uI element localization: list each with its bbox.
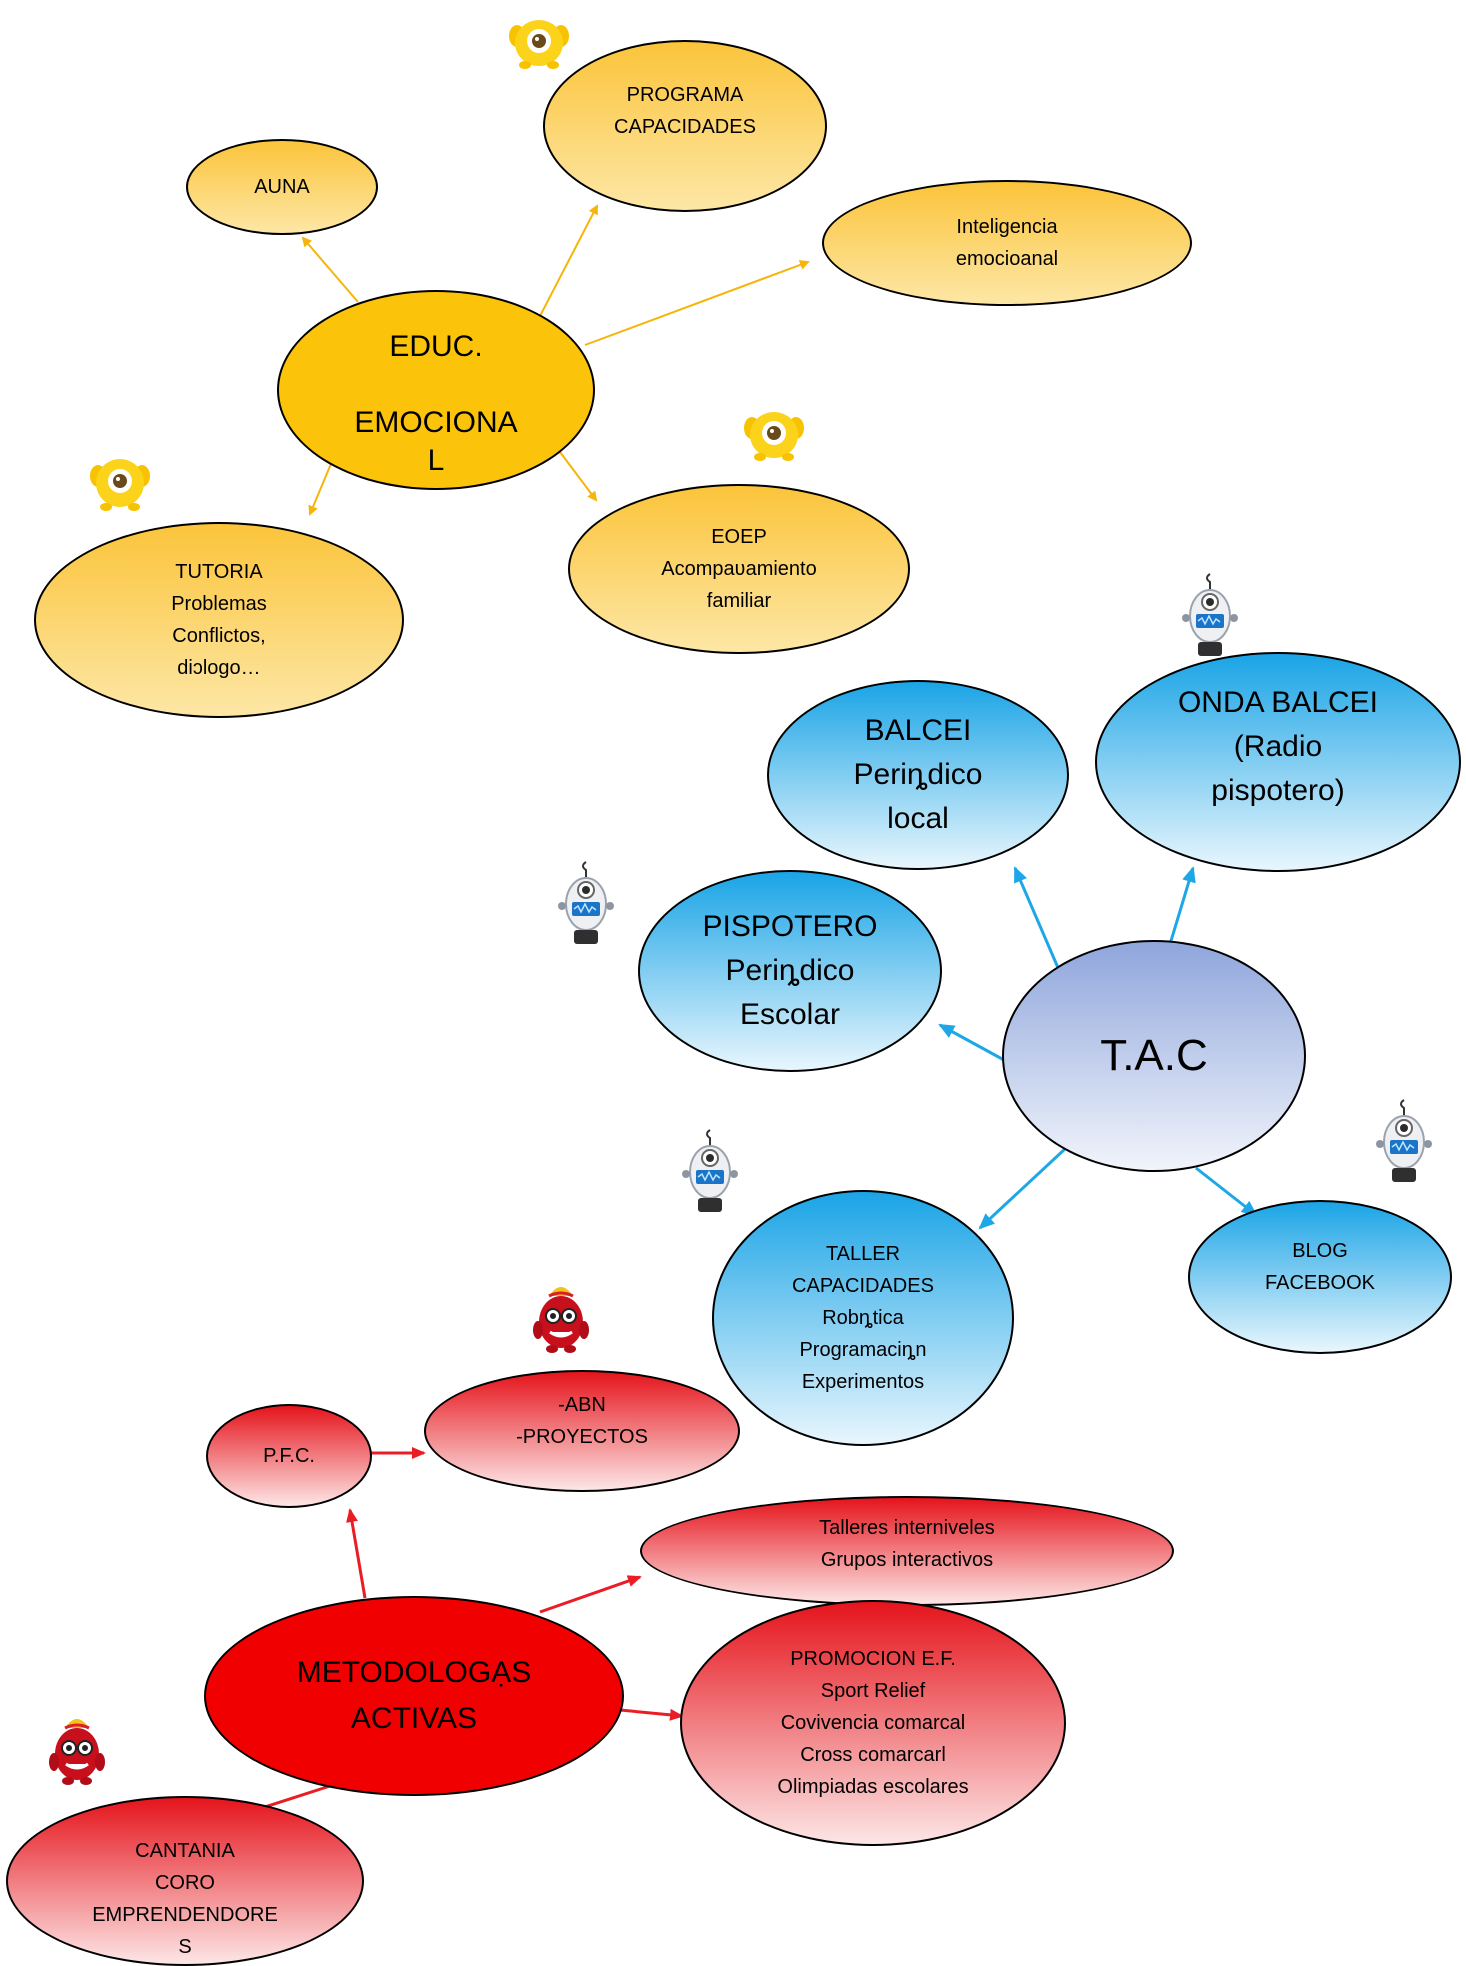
- robot-icon: [1180, 572, 1240, 663]
- red-monster-icon: [48, 1710, 106, 1791]
- arrow-to-programa: [539, 204, 598, 317]
- node-label-line: Programaciȵn: [799, 1339, 927, 1361]
- node-label-line: BALCEI: [864, 714, 972, 747]
- arrow-to-pfc: [346, 1508, 367, 1599]
- node-label-line: P.F.C.: [263, 1445, 315, 1467]
- arrow-to-inteligencia: [584, 260, 810, 346]
- node-label-line: [354, 366, 517, 404]
- arrow-to-taller: [978, 1146, 1068, 1230]
- node-label-line: Conflictos,: [172, 625, 266, 647]
- node-label-line: EDUC.: [389, 330, 483, 363]
- robot-icon: [1374, 1098, 1434, 1189]
- node-label-line: Covivencia comarcal: [780, 1712, 966, 1734]
- node-label-line: Acompaʋamiento: [661, 558, 817, 580]
- node-label-line: TALLER: [825, 1243, 901, 1265]
- arrow-to-auna: [301, 236, 359, 303]
- arrow-to-eoep: [559, 451, 598, 502]
- node-label-line: Olimpiadas escolares: [777, 1776, 969, 1798]
- arrow-to-talleres: [539, 1575, 642, 1614]
- node-label-line: EMOCIONA: [354, 406, 518, 439]
- node-label-line: emocioanal: [955, 248, 1059, 270]
- node-label-line: -PROYECTOS: [516, 1426, 648, 1448]
- node-label-line: Periȵdico: [725, 954, 855, 987]
- robot-icon: [680, 1128, 740, 1219]
- arrow-to-balcei: [1013, 866, 1067, 985]
- yellow-monster-icon: [88, 454, 152, 517]
- node-label-line: -ABN: [558, 1394, 606, 1416]
- node-label-line: diɔlogo…: [177, 657, 261, 679]
- node-label-line: AUNA: [254, 176, 310, 198]
- node-label-line: PROGRAMA: [626, 84, 744, 106]
- node-inteligencia-emocional: Inteligencia emocioanal: [822, 180, 1192, 306]
- node-label-line: Talleres interniveles: [819, 1517, 995, 1539]
- node-label-line: CAPACIDADES: [614, 116, 756, 138]
- node-label-line: CORO: [154, 1872, 215, 1894]
- node-balcei: BALCEI Periȵdico local: [767, 680, 1069, 870]
- node-label-line: (Radio: [1233, 730, 1323, 763]
- node-label-line: ONDA BALCEI: [1177, 686, 1379, 719]
- red-monster-icon: [532, 1278, 590, 1359]
- node-auna: AUNA: [186, 139, 378, 235]
- node-label-line: TUTORIA: [175, 561, 263, 583]
- node-metodologias-activas: METODOLOGẠS ACTIVAS: [204, 1596, 624, 1796]
- node-label-line: BLOG: [1292, 1240, 1348, 1262]
- node-cantania: CANTANIA CORO EMPRENDENDORE S: [6, 1796, 364, 1966]
- node-eoep: EOEP Acompaʋamiento familiar: [568, 484, 910, 654]
- node-label-line: pispotero): [1211, 774, 1345, 807]
- node-blog-facebook: BLOG FACEBOOK: [1188, 1200, 1452, 1354]
- node-label-line: S: [178, 1936, 192, 1958]
- node-label-line: Cross comarcarl: [800, 1744, 946, 1766]
- node-pfc: P.F.C.: [206, 1404, 372, 1508]
- node-label-line: Sport Relief: [820, 1680, 926, 1702]
- node-label-line: Escolar: [739, 998, 841, 1031]
- node-label-line: PISPOTERO: [702, 910, 878, 943]
- node-label-line: CAPACIDADES: [792, 1275, 934, 1297]
- node-label-line: L: [427, 444, 445, 477]
- node-label-line: familiar: [706, 590, 772, 612]
- node-label-line: EOEP: [711, 526, 767, 548]
- arrow-to-blog: [1195, 1166, 1258, 1217]
- arrow-to-promocion: [619, 1708, 684, 1721]
- robot-icon: [556, 860, 616, 951]
- node-label-line: Periȵdico: [853, 758, 983, 791]
- node-label-line: EMPRENDENDORE: [92, 1904, 278, 1926]
- node-label-line: Experimentos: [801, 1371, 925, 1393]
- arrow-to-pispotero: [938, 1023, 1005, 1062]
- node-label-line: PROMOCION E.F.: [790, 1648, 956, 1670]
- yellow-monster-icon: [742, 408, 806, 467]
- node-label-line: CANTANIA: [135, 1840, 235, 1862]
- node-programa-capacidades: PROGRAMA CAPACIDADES: [543, 40, 827, 212]
- node-label-line: Grupos interactivos: [820, 1549, 994, 1571]
- node-label-line: FACEBOOK: [1264, 1272, 1376, 1294]
- node-label-line: METODOLOGẠS: [296, 1656, 532, 1689]
- node-label-line: Inteligencia: [956, 216, 1058, 238]
- node-label-line: ACTIVAS: [350, 1702, 478, 1735]
- node-tac: T.A.C: [1002, 940, 1306, 1172]
- node-educ-emocional: EDUC. EMOCIONA L: [277, 290, 595, 490]
- node-onda-balcei: ONDA BALCEI (Radio pispotero): [1095, 652, 1461, 872]
- node-label-line: T.A.C: [1100, 1031, 1208, 1080]
- node-label-line: Problemas: [171, 593, 267, 615]
- node-label-line: Robȵtica: [822, 1307, 904, 1329]
- yellow-monster-icon: [507, 16, 571, 75]
- node-label-line: local: [887, 802, 949, 835]
- node-abn-proyectos: -ABN -PROYECTOS: [424, 1370, 740, 1492]
